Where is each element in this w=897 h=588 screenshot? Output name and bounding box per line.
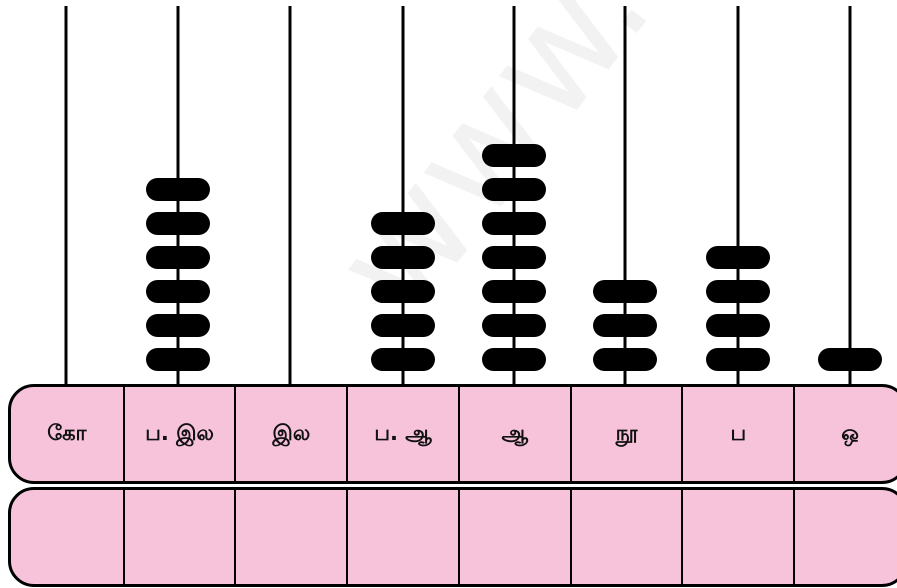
bead-ten (706, 280, 770, 303)
answer-cell-crore[interactable] (11, 490, 123, 584)
bead-ten-lakh (146, 178, 210, 201)
answer-cell-ten[interactable] (681, 490, 793, 584)
bead-ten (706, 246, 770, 269)
answer-cell-one[interactable] (793, 490, 897, 584)
bead-thousand (482, 212, 546, 235)
bead-thousand (482, 144, 546, 167)
bead-one (818, 348, 882, 371)
bead-ten (706, 314, 770, 337)
answer-cell-ten-thousand[interactable] (346, 490, 458, 584)
bead-ten-lakh (146, 246, 210, 269)
bead-thousand (482, 178, 546, 201)
answer-cell-lakh[interactable] (234, 490, 346, 584)
bead-ten-thousand (371, 348, 435, 371)
bead-thousand (482, 280, 546, 303)
bead-ten-lakh (146, 280, 210, 303)
bead-hundred (593, 280, 657, 303)
place-label-ten-lakh: ப. இல (123, 387, 235, 481)
bead-thousand (482, 348, 546, 371)
place-label-one: ஒ (793, 387, 897, 481)
bead-hundred (593, 348, 657, 371)
bead-thousand (482, 246, 546, 269)
bead-ten-thousand (371, 246, 435, 269)
bead-ten-lakh (146, 348, 210, 371)
place-label-hundred: நூ (570, 387, 682, 481)
place-value-row: கோ ப. இல இல ப. ஆ ஆ நூ ப ஒ (8, 384, 897, 484)
bead-ten-lakh (146, 212, 210, 235)
bead-ten-lakh (146, 314, 210, 337)
bead-hundred (593, 314, 657, 337)
place-label-lakh: இல (234, 387, 346, 481)
bead-ten-thousand (371, 314, 435, 337)
place-label-ten: ப (681, 387, 793, 481)
bead-thousand (482, 314, 546, 337)
answer-cell-ten-lakh[interactable] (123, 490, 235, 584)
answer-cell-hundred[interactable] (570, 490, 682, 584)
bead-ten (706, 348, 770, 371)
abacus-rods-and-beads (0, 0, 897, 392)
bead-ten-thousand (371, 280, 435, 303)
answer-cell-thousand[interactable] (458, 490, 570, 584)
bead-ten-thousand (371, 212, 435, 235)
place-label-thousand: ஆ (458, 387, 570, 481)
answer-row (8, 487, 897, 587)
place-label-crore: கோ (11, 387, 123, 481)
place-label-ten-thousand: ப. ஆ (346, 387, 458, 481)
